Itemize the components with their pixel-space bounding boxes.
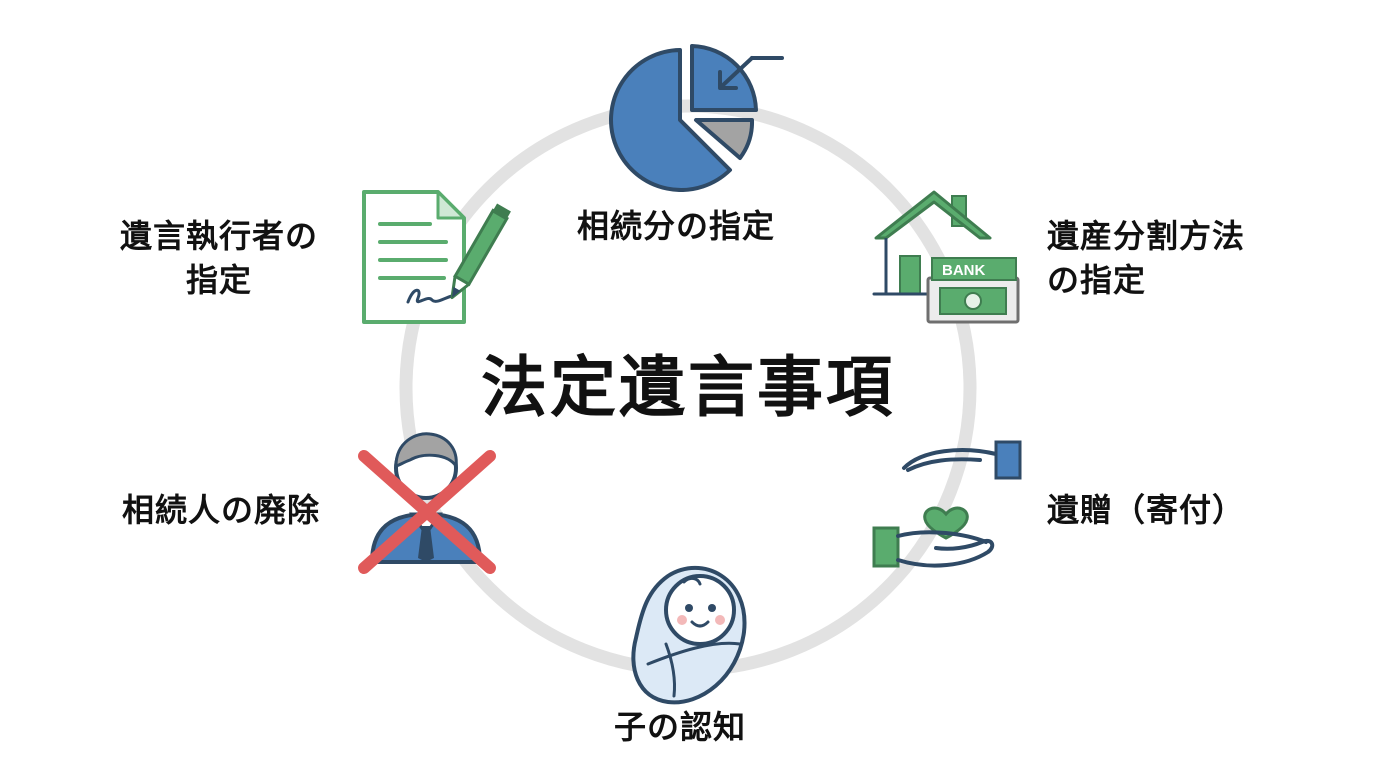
center-title: 法定遺言事項 — [481, 349, 895, 426]
giving-hands-heart-icon — [872, 440, 1022, 568]
label-haijo: 相続人の廃除 — [122, 491, 321, 529]
crossed-out-person-icon — [358, 432, 496, 574]
label-ninchi: 子の認知 — [614, 708, 747, 746]
bank-sign-text: BANK — [942, 262, 985, 279]
label-souzokubun: 相続分の指定 — [577, 207, 776, 245]
label-bunkatsu-line-1: 遺産分割方法 — [1047, 217, 1246, 255]
label-bunkatsu: 遺産分割方法 の指定 — [1047, 214, 1245, 302]
label-izou: 遺贈（寄付） — [1047, 491, 1246, 529]
label-shikkousha-line-2: 指定 — [186, 261, 253, 299]
pie-chart-icon — [609, 44, 784, 192]
label-shikkousha: 遺言執行者の 指定 — [120, 214, 318, 302]
label-bunkatsu-line-2: の指定 — [1047, 261, 1147, 299]
swaddled-baby-icon — [631, 565, 747, 705]
label-shikkousha-line-1: 遺言執行者の — [120, 217, 319, 255]
house-bank-icon: BANK — [872, 190, 1020, 324]
document-pen-icon — [362, 190, 511, 324]
